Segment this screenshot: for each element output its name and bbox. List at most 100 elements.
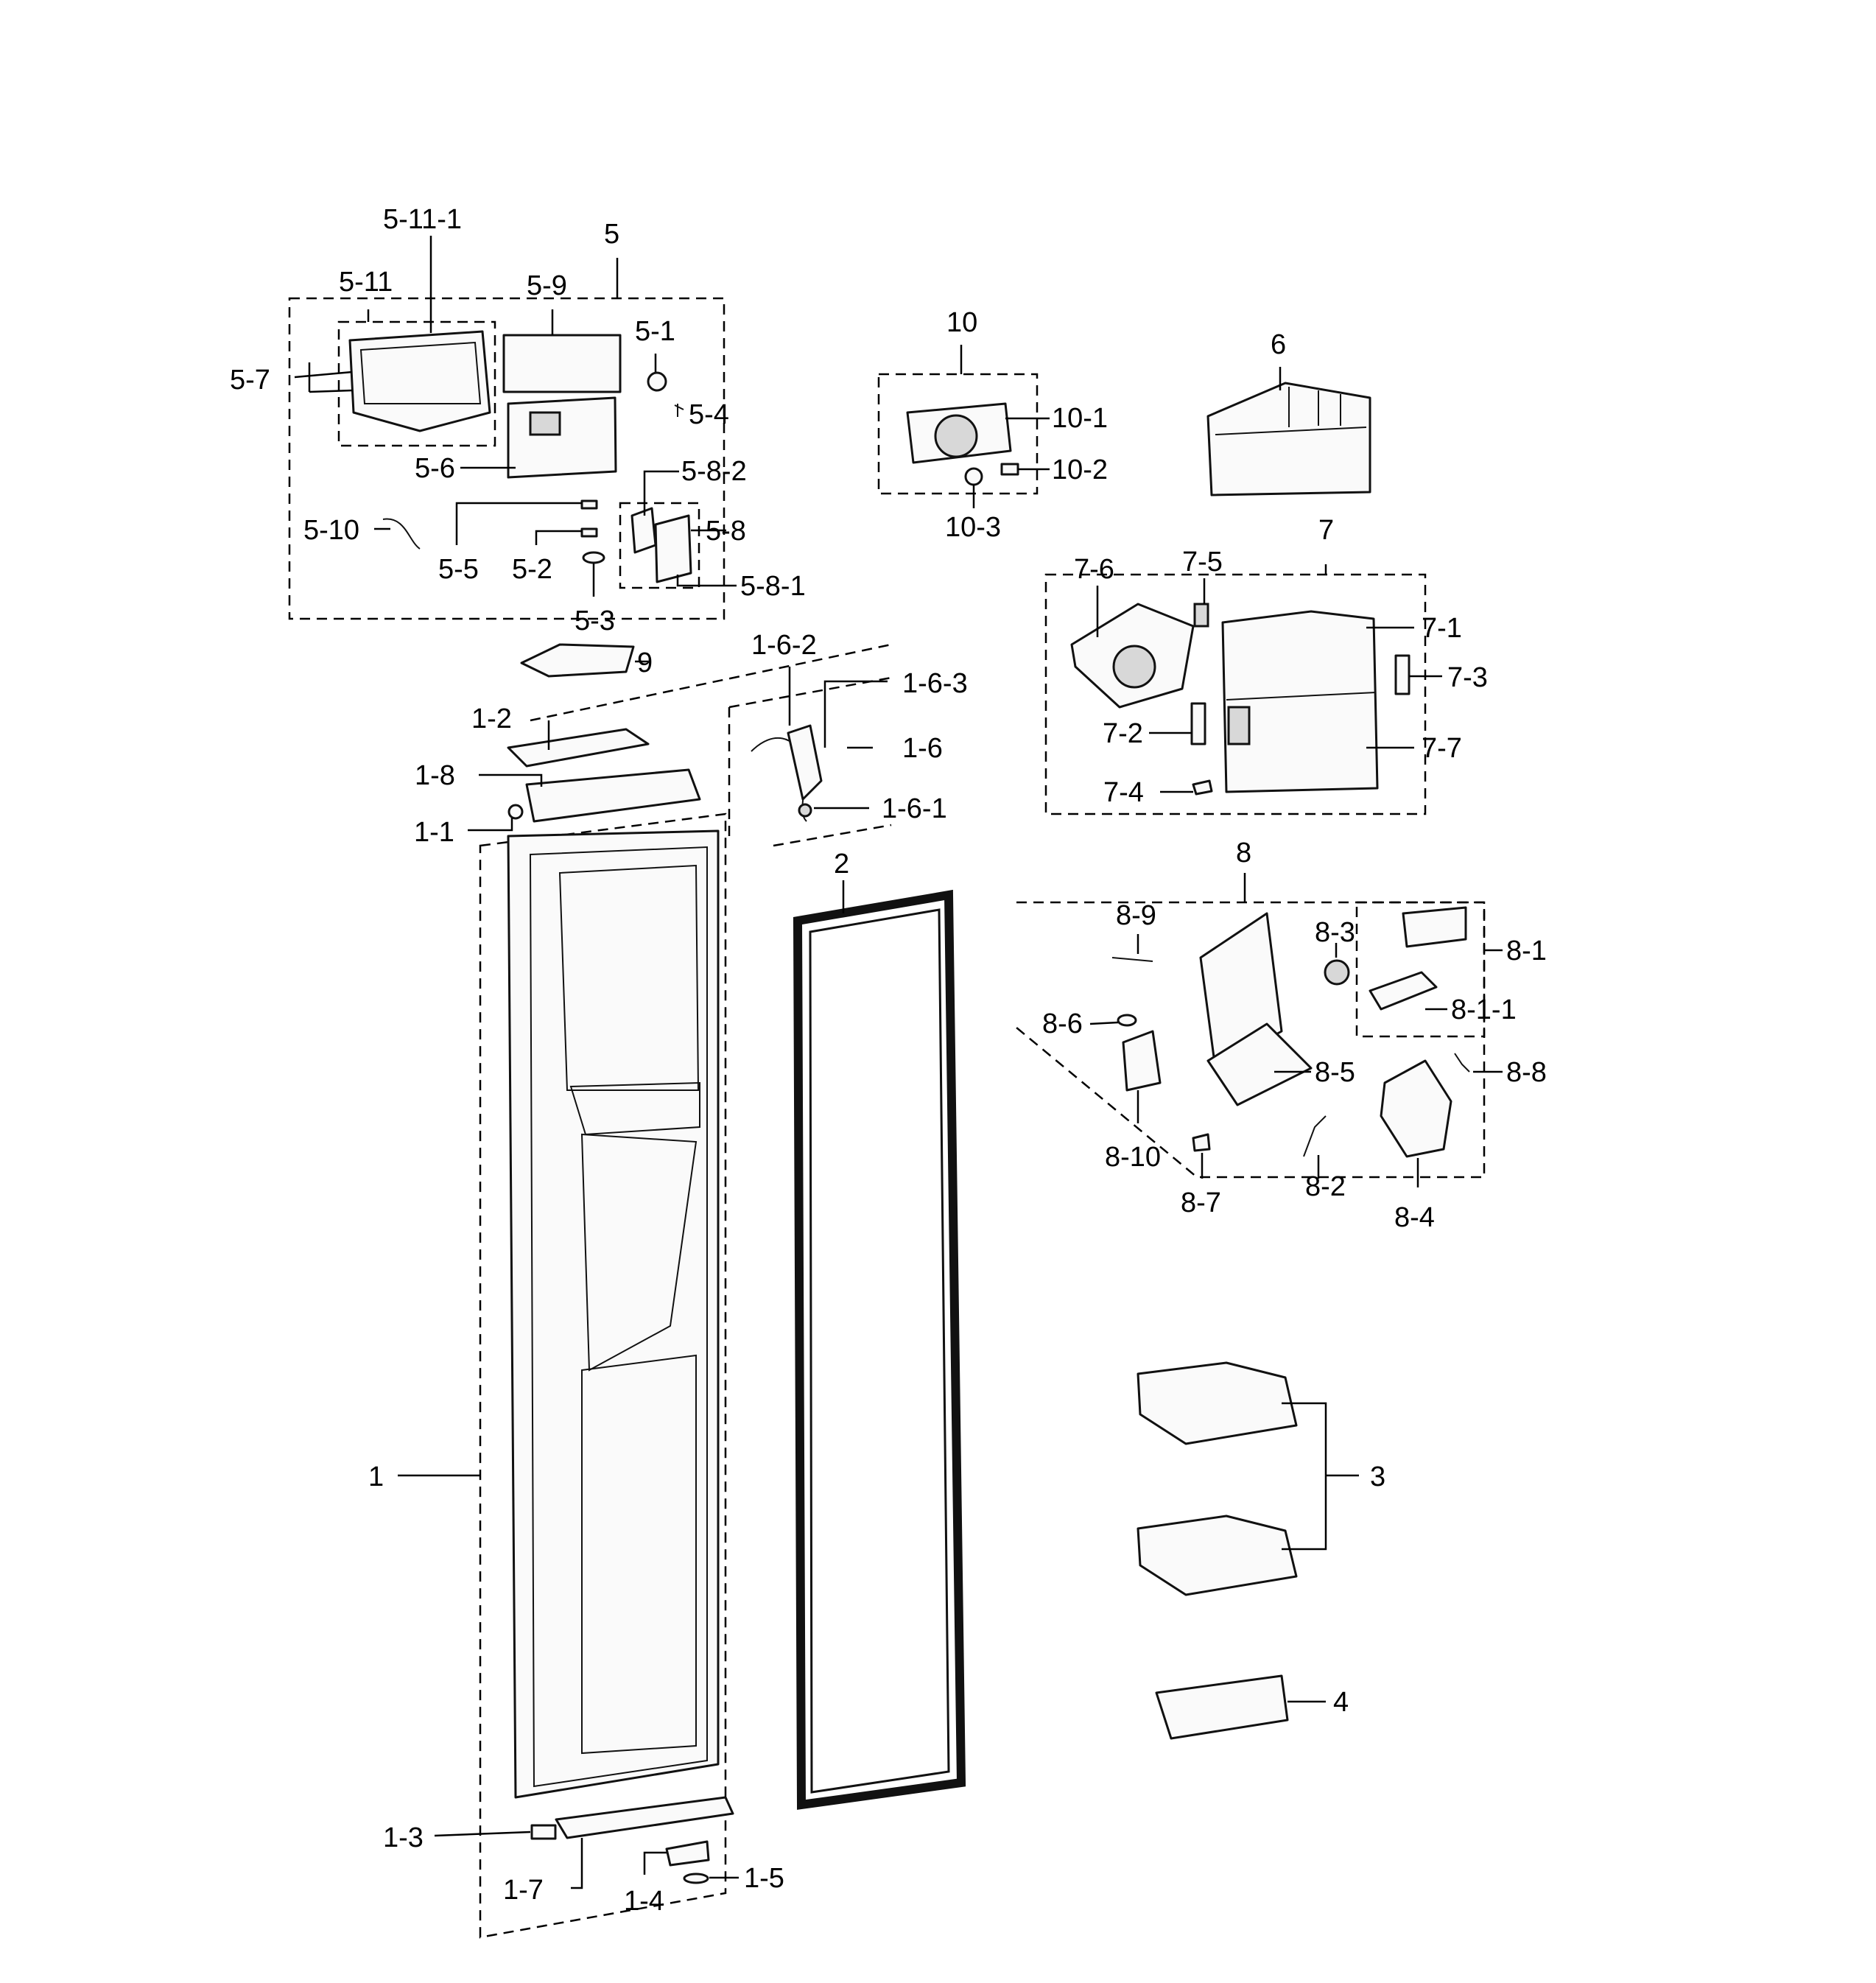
part-1-upper-recess	[558, 864, 700, 1091]
label-7-6: 7-6	[1074, 554, 1114, 585]
part-6-cover	[1206, 367, 1371, 496]
part-1-door-body	[507, 829, 720, 1799]
label-6: 6	[1271, 329, 1286, 360]
group-1-6-dash	[728, 676, 892, 840]
label-10-3: 10-3	[945, 512, 1001, 543]
label-8-4: 8-4	[1394, 1202, 1435, 1233]
part-5-9-panel	[502, 334, 622, 393]
label-7-4: 7-4	[1103, 777, 1144, 808]
part-7-5-spring	[1193, 603, 1209, 628]
label-5-2: 5-2	[512, 554, 552, 585]
callout-labels: 5 5-11-1 5-11 5-9 5-1 5-7 5-4 5-6 5-8-2 …	[230, 204, 1547, 1917]
label-3: 3	[1370, 1461, 1385, 1492]
part-5-1	[647, 371, 667, 392]
part-2-gasket	[793, 880, 966, 1810]
label-5-7: 5-7	[230, 365, 270, 396]
part-1-2	[507, 728, 650, 768]
part-1-6-1	[798, 803, 812, 818]
leader-8-6	[1089, 1021, 1119, 1025]
part-5-2	[580, 527, 598, 538]
label-8: 8	[1236, 838, 1251, 868]
part-1-lower-recess	[581, 1354, 697, 1755]
top-cap-parts	[468, 643, 892, 840]
label-8-1: 8-1	[1506, 936, 1547, 966]
label-1-2: 1-2	[471, 703, 512, 734]
label-1-1: 1-1	[414, 817, 454, 848]
part-1-door	[398, 812, 892, 1939]
part-7-4	[1192, 779, 1213, 796]
door-bins	[1137, 1361, 1359, 1740]
part-1-7	[555, 1796, 734, 1839]
part-5-11-panel	[348, 330, 491, 432]
part-1-door-rim	[529, 846, 708, 1788]
group-10-motor	[877, 345, 1050, 508]
label-8-6: 8-6	[1042, 1008, 1083, 1039]
part-10-1-gear	[934, 414, 978, 458]
part-5-3	[582, 551, 605, 564]
label-10: 10	[946, 307, 977, 338]
part-8-8-wire	[1454, 1053, 1470, 1073]
label-1-3: 1-3	[383, 1822, 424, 1853]
part-8-5-base	[1206, 1022, 1313, 1106]
label-5-11: 5-11	[339, 267, 393, 298]
leader-5-8-1	[676, 575, 737, 587]
label-5-10: 5-10	[303, 515, 359, 546]
part-1-6-2	[787, 724, 823, 801]
group-1-top-dash	[530, 643, 892, 722]
part-5-10-wire	[382, 518, 421, 550]
part-8-4	[1380, 1059, 1452, 1158]
label-8-10: 8-10	[1105, 1142, 1161, 1173]
label-7-2: 7-2	[1103, 718, 1143, 749]
part-6-body	[1206, 382, 1371, 496]
leader-1-4	[643, 1851, 667, 1875]
part-3-bin-upper	[1137, 1361, 1298, 1445]
group-5-11-boundary	[337, 320, 496, 447]
group-1-boundary	[479, 812, 727, 1939]
part-9	[520, 643, 635, 678]
part-7-1-bucket	[1221, 610, 1379, 793]
part-7-7-window	[1227, 706, 1251, 745]
group-5-8-boundary	[619, 502, 700, 589]
part-8-10	[1122, 1030, 1162, 1092]
label-7-1: 7-1	[1422, 613, 1462, 644]
part-10-3	[964, 467, 983, 486]
label-1-8: 1-8	[415, 760, 455, 791]
part-2-gasket-outer	[793, 889, 966, 1810]
label-8-5: 8-5	[1315, 1057, 1355, 1088]
part-5-11-inner	[359, 341, 482, 404]
group-5-boundary	[288, 297, 726, 620]
label-8-7: 8-7	[1181, 1187, 1221, 1218]
label-5-6: 5-6	[415, 453, 455, 484]
leader-1-3	[434, 1831, 531, 1837]
part-1-chute	[580, 1133, 698, 1372]
part-1-dispenser-shelf	[569, 1081, 700, 1136]
label-10-2: 10-2	[1052, 454, 1108, 485]
group-1-right-dash	[773, 824, 892, 847]
label-8-9: 8-9	[1116, 900, 1156, 931]
part-5-4	[674, 404, 684, 417]
part-7-3	[1394, 654, 1410, 695]
part-7-2	[1190, 702, 1206, 745]
label-1-7: 1-7	[503, 1875, 544, 1906]
label-7-7: 7-7	[1422, 733, 1462, 764]
leader-1-7	[571, 1838, 583, 1889]
leader-3	[1282, 1402, 1359, 1551]
label-1-5: 1-5	[744, 1863, 784, 1894]
label-7-3: 7-3	[1447, 662, 1488, 693]
label-8-3: 8-3	[1315, 917, 1355, 948]
part-5-8-1	[654, 514, 692, 583]
label-8-1-1: 8-1-1	[1451, 994, 1517, 1025]
leader-1-6-3	[823, 680, 888, 748]
label-5-5: 5-5	[438, 554, 479, 585]
part-3-bin-lower	[1137, 1515, 1298, 1596]
label-1-4: 1-4	[624, 1886, 664, 1917]
part-5-5	[580, 499, 598, 510]
part-8-7	[1192, 1133, 1211, 1152]
part-8-2-wire	[1303, 1115, 1327, 1157]
part-7-7-seam	[1226, 692, 1377, 701]
part-10-2	[1000, 463, 1019, 476]
part-2-gasket-inner	[809, 908, 950, 1794]
part-5-6-board	[507, 396, 617, 479]
leader-5-5	[455, 502, 582, 545]
label-1-6: 1-6	[902, 733, 943, 764]
